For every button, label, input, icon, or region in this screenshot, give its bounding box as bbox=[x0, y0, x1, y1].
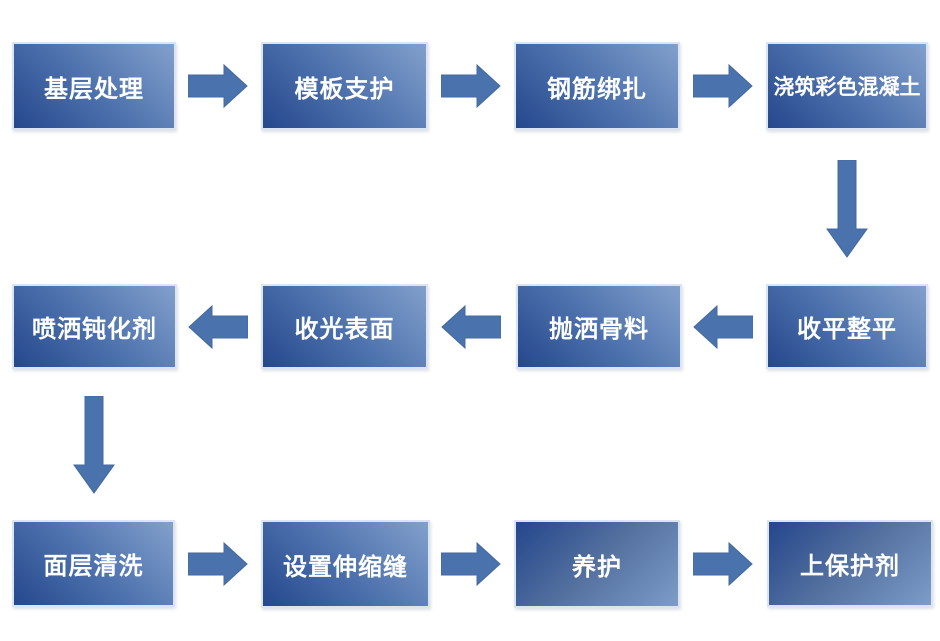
flow-step-9: 面层清洗 bbox=[12, 520, 175, 607]
right-arrow-icon bbox=[188, 542, 248, 586]
flow-step-7-label: 收光表面 bbox=[294, 315, 395, 343]
flow-step-12-label: 上保护剂 bbox=[800, 552, 900, 580]
flow-step-8: 喷洒钝化剂 bbox=[12, 284, 177, 369]
flow-step-9-label: 面层清洗 bbox=[43, 552, 144, 580]
flow-step-3-label: 钢筋绑扎 bbox=[547, 74, 647, 103]
left-arrow-icon bbox=[693, 305, 753, 349]
right-arrow-icon bbox=[441, 64, 501, 108]
right-arrow-icon bbox=[441, 542, 501, 586]
flow-step-2: 模板支护 bbox=[261, 42, 428, 130]
flow-step-1-label: 基层处理 bbox=[44, 74, 144, 103]
flow-step-5: 收平整平 bbox=[766, 284, 928, 369]
flow-step-11: 养护 bbox=[514, 520, 680, 608]
flow-step-12: 上保护剂 bbox=[767, 520, 933, 607]
flow-step-4: 浇筑彩色混凝土 bbox=[766, 42, 928, 130]
left-arrow-icon bbox=[188, 305, 248, 349]
down-arrow-icon bbox=[72, 396, 116, 494]
down-arrow-icon bbox=[825, 160, 869, 258]
left-arrow-icon bbox=[441, 305, 501, 349]
right-arrow-icon bbox=[693, 64, 753, 108]
flow-step-5-label: 收平整平 bbox=[797, 315, 897, 343]
flow-step-10: 设置伸缩缝 bbox=[261, 520, 430, 608]
flow-step-2-label: 模板支护 bbox=[294, 74, 395, 103]
flow-step-1: 基层处理 bbox=[12, 42, 176, 130]
flow-step-3: 钢筋绑扎 bbox=[514, 42, 680, 130]
flow-step-6-label: 抛洒骨料 bbox=[549, 315, 649, 343]
flow-step-10-label: 设置伸缩缝 bbox=[283, 552, 408, 581]
right-arrow-icon bbox=[188, 64, 248, 108]
flow-step-11-label: 养护 bbox=[572, 552, 622, 581]
flow-step-4-label: 浇筑彩色混凝土 bbox=[773, 75, 921, 99]
right-arrow-icon bbox=[693, 542, 753, 586]
flow-step-6: 抛洒骨料 bbox=[516, 284, 682, 369]
flow-step-8-label: 喷洒钝化剂 bbox=[32, 315, 157, 343]
flow-step-7: 收光表面 bbox=[261, 284, 428, 369]
